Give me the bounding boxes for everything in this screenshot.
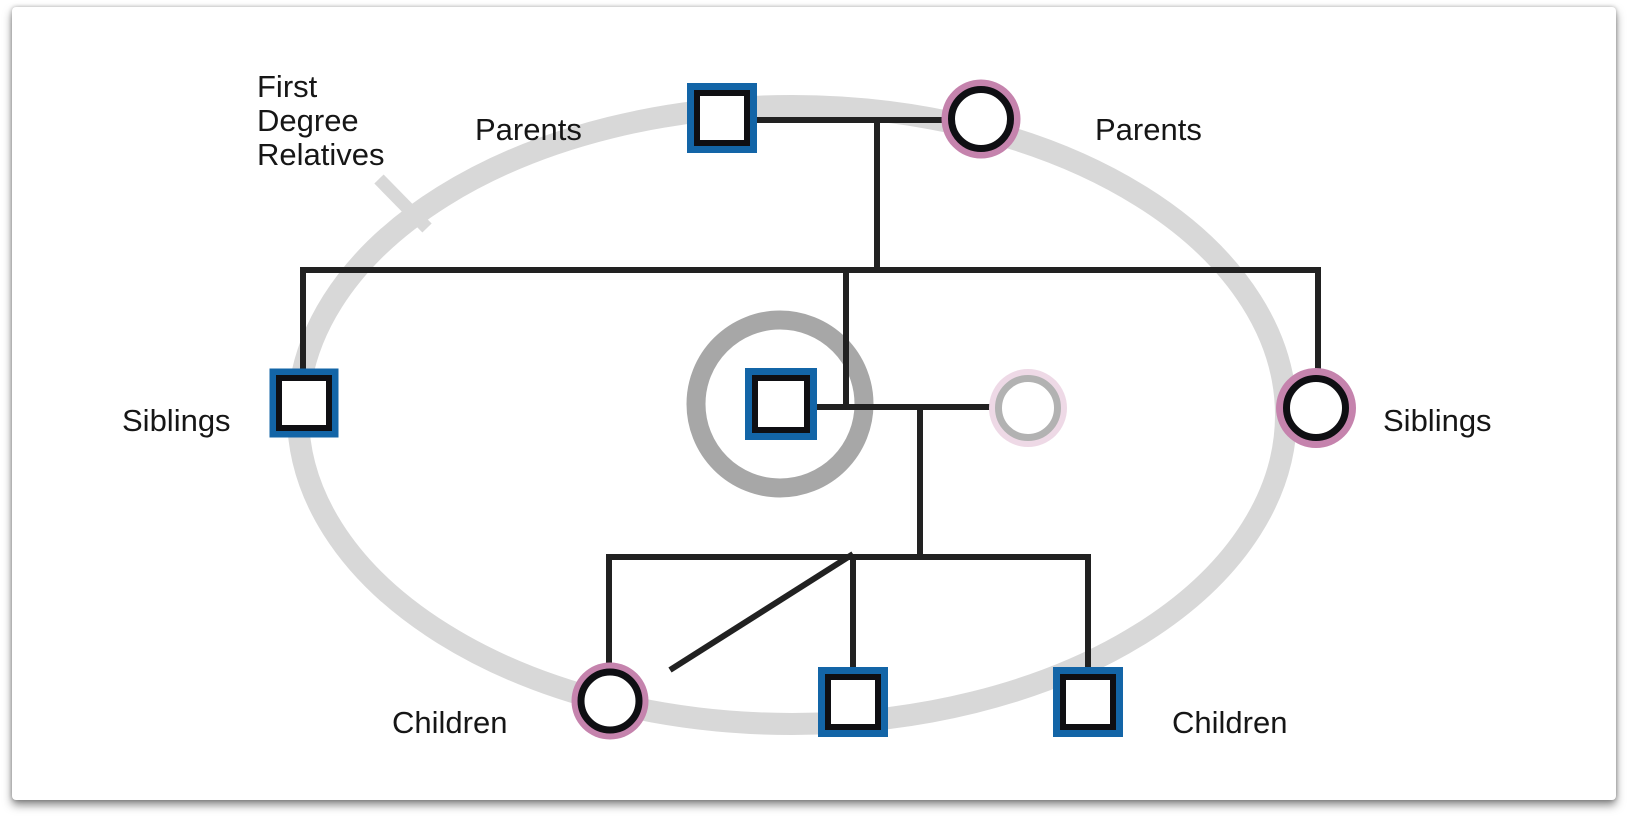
first-degree-label-line3: Relatives (257, 137, 385, 172)
relationship-lines (300, 117, 1321, 673)
son2-symbol (1053, 667, 1123, 737)
mother-circle-core (948, 86, 1014, 152)
sister-symbol (1276, 368, 1356, 448)
mother-symbol (941, 79, 1021, 159)
son1-symbol (818, 667, 888, 737)
proband-symbol (745, 368, 817, 440)
daughter-circle-core (577, 668, 643, 734)
diagram-labels: First Degree Relatives Parents Parents S… (122, 69, 1492, 740)
sister-circle-core (1283, 375, 1349, 441)
probands-partner-symbol (989, 369, 1067, 447)
children-label-right: Children (1172, 705, 1287, 740)
son1-drop-line (668, 551, 855, 673)
siblings-label-left: Siblings (122, 403, 231, 438)
father-symbol (687, 83, 757, 153)
first-degree-label-line1: First (257, 69, 318, 104)
children-label-left: Children (392, 705, 507, 740)
brother-symbol (269, 368, 339, 438)
son2-square-core (1060, 674, 1116, 730)
parents-label-right: Parents (1095, 112, 1202, 147)
daughter-symbol (571, 662, 649, 740)
first-degree-callout-tick (374, 174, 432, 233)
son1-square-core (825, 674, 881, 730)
proband-square-core (752, 375, 810, 433)
brother-square-core (276, 375, 332, 431)
partner-circle-core (995, 375, 1061, 441)
siblings-label-right: Siblings (1383, 403, 1492, 438)
first-degree-label-line2: Degree (257, 103, 359, 138)
parents-label-left: Parents (475, 112, 582, 147)
father-square-core (694, 90, 750, 146)
